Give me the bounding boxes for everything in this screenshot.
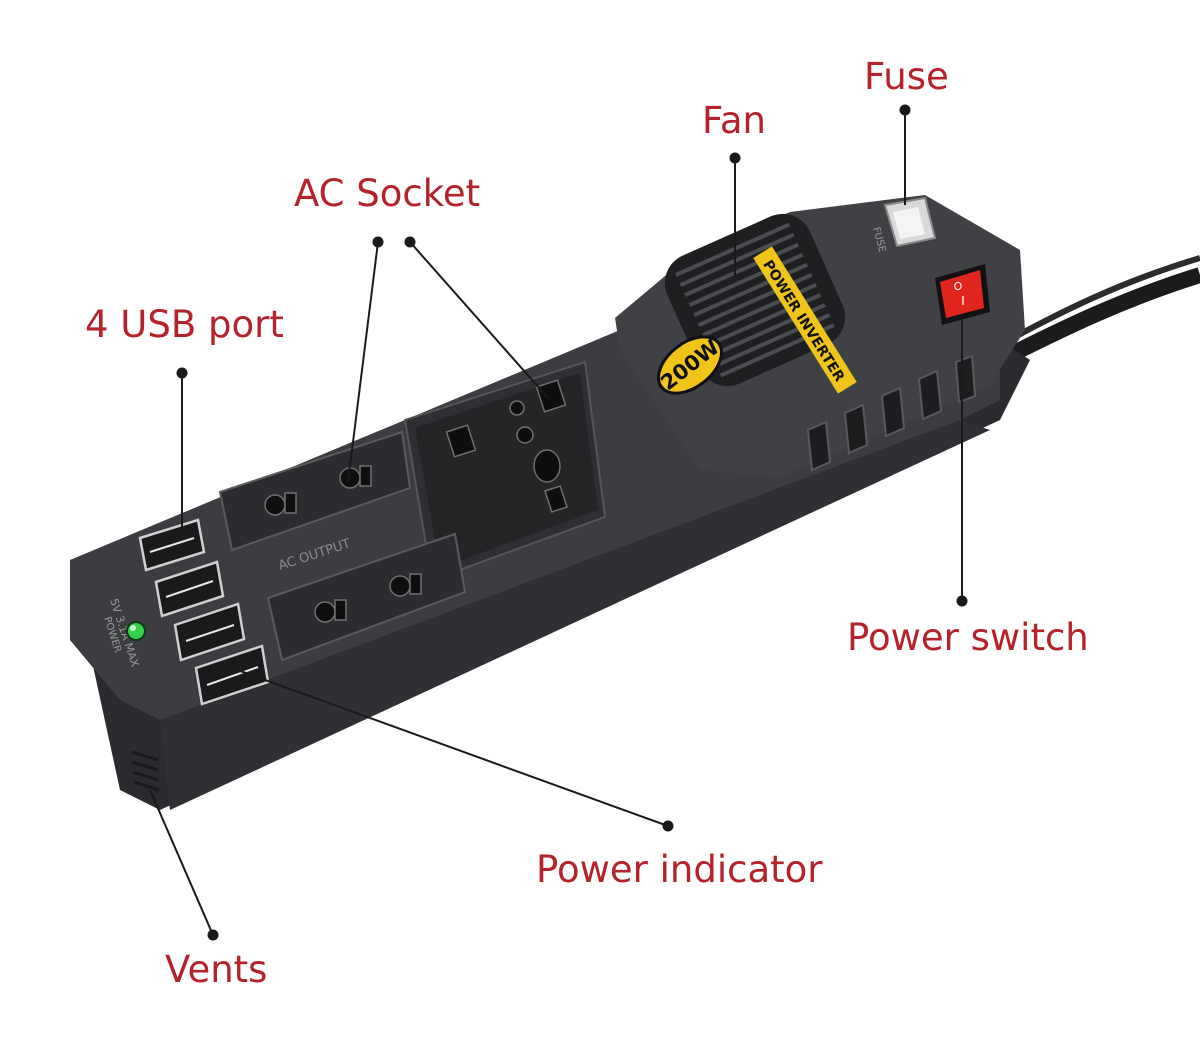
leader-dot-fan bbox=[729, 152, 741, 164]
leader-dot-switch bbox=[956, 595, 968, 607]
ac-socket-lower bbox=[266, 532, 467, 662]
callout-fuse: Fuse bbox=[864, 55, 949, 98]
callout-power-switch: Power switch bbox=[847, 616, 1089, 659]
universal-ac-socket bbox=[403, 360, 607, 582]
housing-vent-slots bbox=[806, 354, 977, 472]
fan-grille-slat bbox=[684, 242, 800, 297]
callout-power-indicator: Power indicator bbox=[536, 848, 823, 891]
side-vents bbox=[131, 750, 160, 792]
power-cord bbox=[996, 267, 1200, 368]
callout-vents: Vents bbox=[165, 948, 268, 991]
leader-power bbox=[231, 667, 669, 827]
leader-vents bbox=[149, 789, 214, 936]
callout-usb-port: 4 USB port bbox=[85, 303, 284, 346]
leader-dot-ac-right bbox=[404, 236, 416, 248]
fuse-holder: FUSE bbox=[870, 196, 937, 254]
power-led bbox=[126, 621, 146, 641]
fan-grille-slat bbox=[688, 252, 804, 307]
fan-grille-slat bbox=[675, 222, 791, 277]
leader-lines bbox=[149, 110, 963, 936]
leader-dot-power bbox=[662, 820, 674, 832]
leader-dots bbox=[176, 104, 968, 941]
fan-grille-slat bbox=[679, 232, 795, 287]
leader-dot-fuse bbox=[899, 104, 911, 116]
leader-dot-vents bbox=[207, 929, 219, 941]
callout-fan: Fan bbox=[702, 99, 767, 142]
rocker-switch-icon: I O bbox=[935, 264, 990, 325]
leader-ac-left bbox=[347, 241, 379, 483]
switch-off-symbol: O bbox=[954, 280, 963, 293]
leader-dot-ac-left bbox=[372, 236, 384, 248]
leader-dot-usb bbox=[176, 367, 188, 379]
switch-on-symbol: I bbox=[961, 294, 965, 308]
leader-ac-right bbox=[409, 241, 549, 399]
callout-ac-socket: AC Socket bbox=[294, 172, 481, 215]
